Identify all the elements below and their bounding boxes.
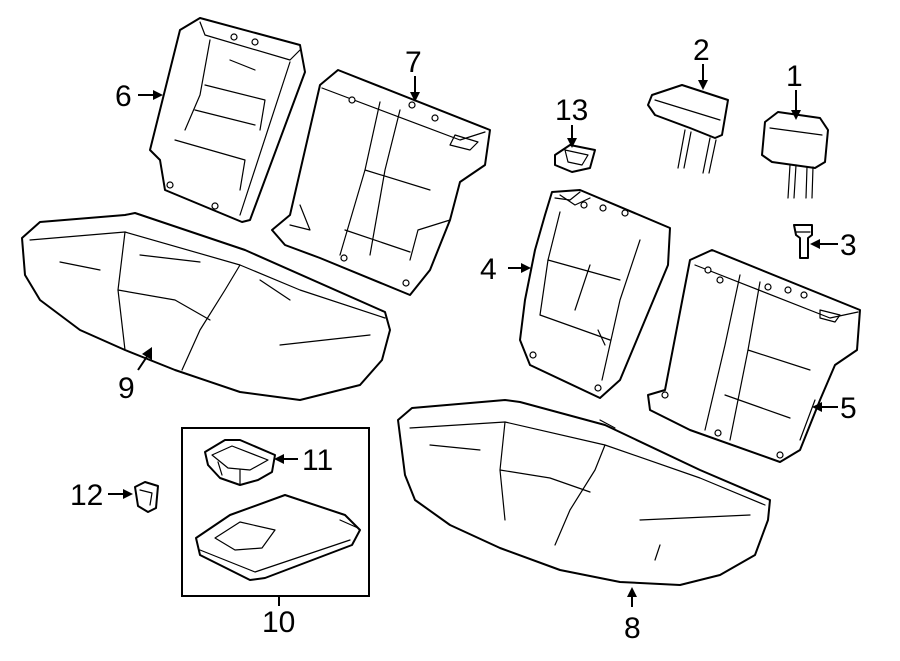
part-2-headrest-wide[interactable] <box>647 84 729 174</box>
part-5-seat-back-frame[interactable] <box>647 249 861 463</box>
callout-5: 5 <box>840 392 857 425</box>
part-10-armrest-box[interactable] <box>181 427 370 597</box>
part-3-guide[interactable] <box>793 224 813 259</box>
callout-11: 11 <box>302 444 333 477</box>
callout-8: 8 <box>624 612 641 645</box>
callout-1: 1 <box>786 60 803 93</box>
callout-6: 6 <box>115 80 132 113</box>
part-4-seat-back-right[interactable] <box>519 189 671 399</box>
callout-2: 2 <box>693 34 710 67</box>
callout-labels: 1 2 3 4 5 6 7 8 9 10 11 12 13 <box>70 34 857 645</box>
leader-lines <box>108 64 838 607</box>
callout-7: 7 <box>405 46 422 79</box>
callout-10: 10 <box>262 606 295 639</box>
part-13-bezel[interactable] <box>554 144 596 173</box>
part-8-seat-cushion-right[interactable] <box>397 399 771 586</box>
part-12-cover[interactable] <box>134 481 159 513</box>
part-11-cup-holder[interactable] <box>204 439 276 486</box>
part-1-headrest-narrow[interactable] <box>761 111 829 199</box>
callout-9: 9 <box>118 372 135 405</box>
part-6-seat-back-left[interactable] <box>149 17 306 223</box>
callout-12: 12 <box>70 479 103 512</box>
callout-13: 13 <box>555 94 588 127</box>
callout-4: 4 <box>480 253 497 286</box>
callout-3: 3 <box>840 229 857 262</box>
part-7-seat-back-center[interactable] <box>271 69 491 296</box>
part-9-seat-cushion-left[interactable] <box>21 212 391 401</box>
